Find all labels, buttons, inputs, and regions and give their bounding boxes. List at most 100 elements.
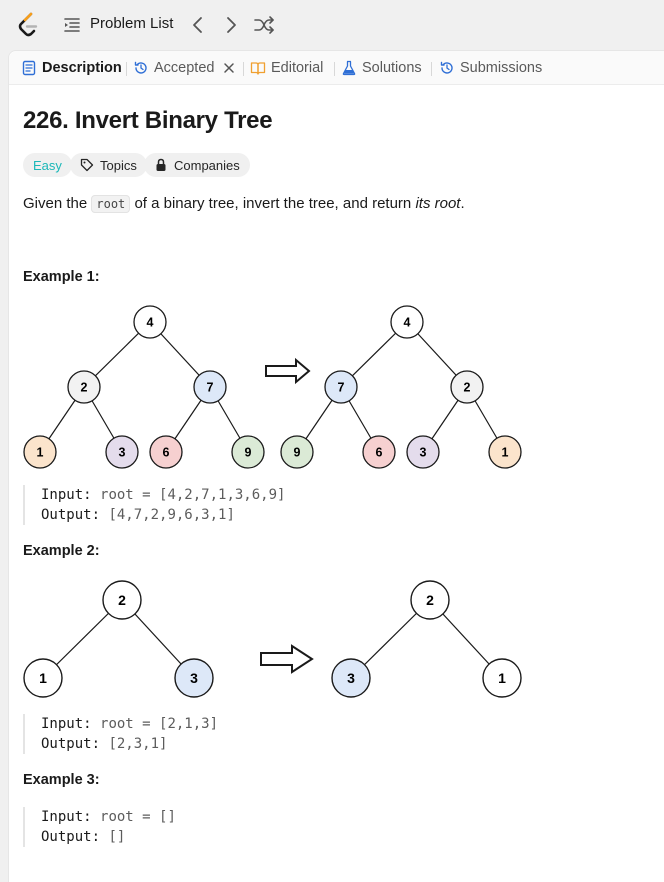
node-value: 1: [498, 670, 506, 686]
tree-node: 2: [450, 370, 484, 404]
example-3-io: Input: root = [] Output: []: [23, 807, 176, 847]
example-input-line: Input: root = [4,2,7,1,3,6,9]: [41, 485, 285, 505]
companies-button[interactable]: Companies: [144, 153, 250, 177]
input-label: Input:: [41, 487, 92, 503]
tree-node: 6: [149, 435, 183, 469]
top-bar: Problem List: [0, 0, 664, 50]
topics-button[interactable]: Topics: [70, 153, 147, 177]
flask-icon: [342, 60, 356, 76]
tree-node: 4: [390, 305, 424, 339]
arrow-right-icon: [260, 644, 314, 674]
problem-description: Given the root of a binary tree, invert …: [23, 195, 465, 213]
tree-node: 3: [331, 658, 371, 698]
example-1-io: Input: root = [4,2,7,1,3,6,9] Output: [4…: [23, 485, 285, 525]
problem-list-icon[interactable]: [63, 16, 81, 34]
node-value: 9: [245, 446, 252, 460]
example-2-diagram: 2 1 3 2 3 1: [23, 580, 522, 698]
example-output-line: Output: [4,7,2,9,6,3,1]: [41, 505, 285, 525]
node-value: 3: [347, 670, 355, 686]
tree-node: 7: [193, 370, 227, 404]
tree-node: 3: [105, 435, 139, 469]
close-icon[interactable]: [222, 61, 236, 75]
input-value: root = []: [100, 809, 176, 825]
tab-description-label: Description: [42, 60, 122, 76]
tree-node: 1: [23, 435, 57, 469]
tree-node: 2: [67, 370, 101, 404]
example-1-diagram: 4 2 7 1 3 6 9: [23, 305, 522, 469]
tab-accepted[interactable]: Accepted: [133, 58, 236, 78]
tree-node: 9: [280, 435, 314, 469]
node-value: 1: [37, 446, 44, 460]
tab-divider: [334, 62, 335, 76]
difficulty-label: Easy: [33, 157, 62, 173]
node-value: 1: [502, 446, 509, 460]
tree-node: 9: [231, 435, 265, 469]
input-label: Input:: [41, 809, 92, 825]
node-value: 4: [404, 316, 411, 330]
tab-solutions-label: Solutions: [362, 60, 422, 76]
tab-submissions[interactable]: Submissions: [439, 58, 542, 78]
description-panel: Description Accepted Editorial: [8, 50, 664, 882]
node-value: 6: [376, 446, 383, 460]
description-icon: [22, 60, 36, 76]
tree-node: 7: [324, 370, 358, 404]
tab-submissions-label: Submissions: [460, 60, 543, 76]
shuffle-icon[interactable]: [252, 14, 276, 36]
problem-list-label[interactable]: Problem List: [90, 15, 174, 32]
output-value: []: [108, 829, 126, 845]
topics-label: Topics: [100, 157, 137, 173]
leetcode-logo-icon[interactable]: [17, 12, 39, 38]
output-value: [4,7,2,9,6,3,1]: [108, 507, 235, 523]
output-label: Output:: [41, 829, 101, 845]
tree-node: 2: [102, 580, 142, 620]
example-2-title: Example 2:: [23, 543, 100, 559]
tab-editorial-label: Editorial: [271, 60, 324, 76]
page-title: 226. Invert Binary Tree: [23, 107, 273, 134]
tab-bar: Description Accepted Editorial: [9, 51, 664, 85]
desc-emphasis: its root: [415, 195, 461, 212]
node-value: 7: [338, 381, 345, 395]
chevron-left-icon[interactable]: [188, 14, 208, 36]
tree-node: 1: [488, 435, 522, 469]
inline-code: root: [91, 195, 131, 213]
history-icon: [134, 61, 147, 74]
tag-icon: [80, 158, 94, 172]
output-label: Output:: [41, 507, 101, 523]
tab-description[interactable]: Description: [21, 58, 122, 78]
node-value: 6: [163, 446, 170, 460]
output-label: Output:: [41, 736, 101, 752]
arrow-right-icon: [265, 357, 311, 385]
chevron-right-icon[interactable]: [221, 14, 241, 36]
tab-divider: [126, 62, 127, 76]
tab-divider: [431, 62, 432, 76]
tree-node: 3: [406, 435, 440, 469]
tab-editorial[interactable]: Editorial: [250, 58, 323, 78]
node-value: 2: [118, 592, 126, 608]
tree-node: 1: [482, 658, 522, 698]
desc-text: of a binary tree, invert the tree, and r…: [130, 195, 416, 212]
desc-text: .: [460, 195, 465, 212]
node-value: 1: [39, 670, 47, 686]
input-value: root = [4,2,7,1,3,6,9]: [100, 487, 286, 503]
tab-accepted-label: Accepted: [154, 60, 215, 76]
desc-text: Given the: [23, 195, 92, 212]
history-icon: [440, 61, 453, 74]
lock-icon: [156, 158, 166, 171]
tab-divider: [243, 62, 244, 76]
example-output-line: Output: []: [41, 827, 176, 847]
example-1-title: Example 1:: [23, 269, 100, 285]
tree-node: 1: [23, 658, 63, 698]
example-3-title: Example 3:: [23, 772, 100, 788]
node-value: 3: [420, 446, 427, 460]
node-value: 9: [294, 446, 301, 460]
example-input-line: Input: root = [2,1,3]: [41, 714, 218, 734]
node-value: 3: [119, 446, 126, 460]
example-output-line: Output: [2,3,1]: [41, 734, 218, 754]
tab-solutions[interactable]: Solutions: [341, 58, 422, 78]
tree-node: 6: [362, 435, 396, 469]
tree-node: 3: [174, 658, 214, 698]
input-label: Input:: [41, 716, 92, 732]
node-value: 2: [464, 381, 471, 395]
tree-node: 2: [410, 580, 450, 620]
tree-node: 4: [133, 305, 167, 339]
